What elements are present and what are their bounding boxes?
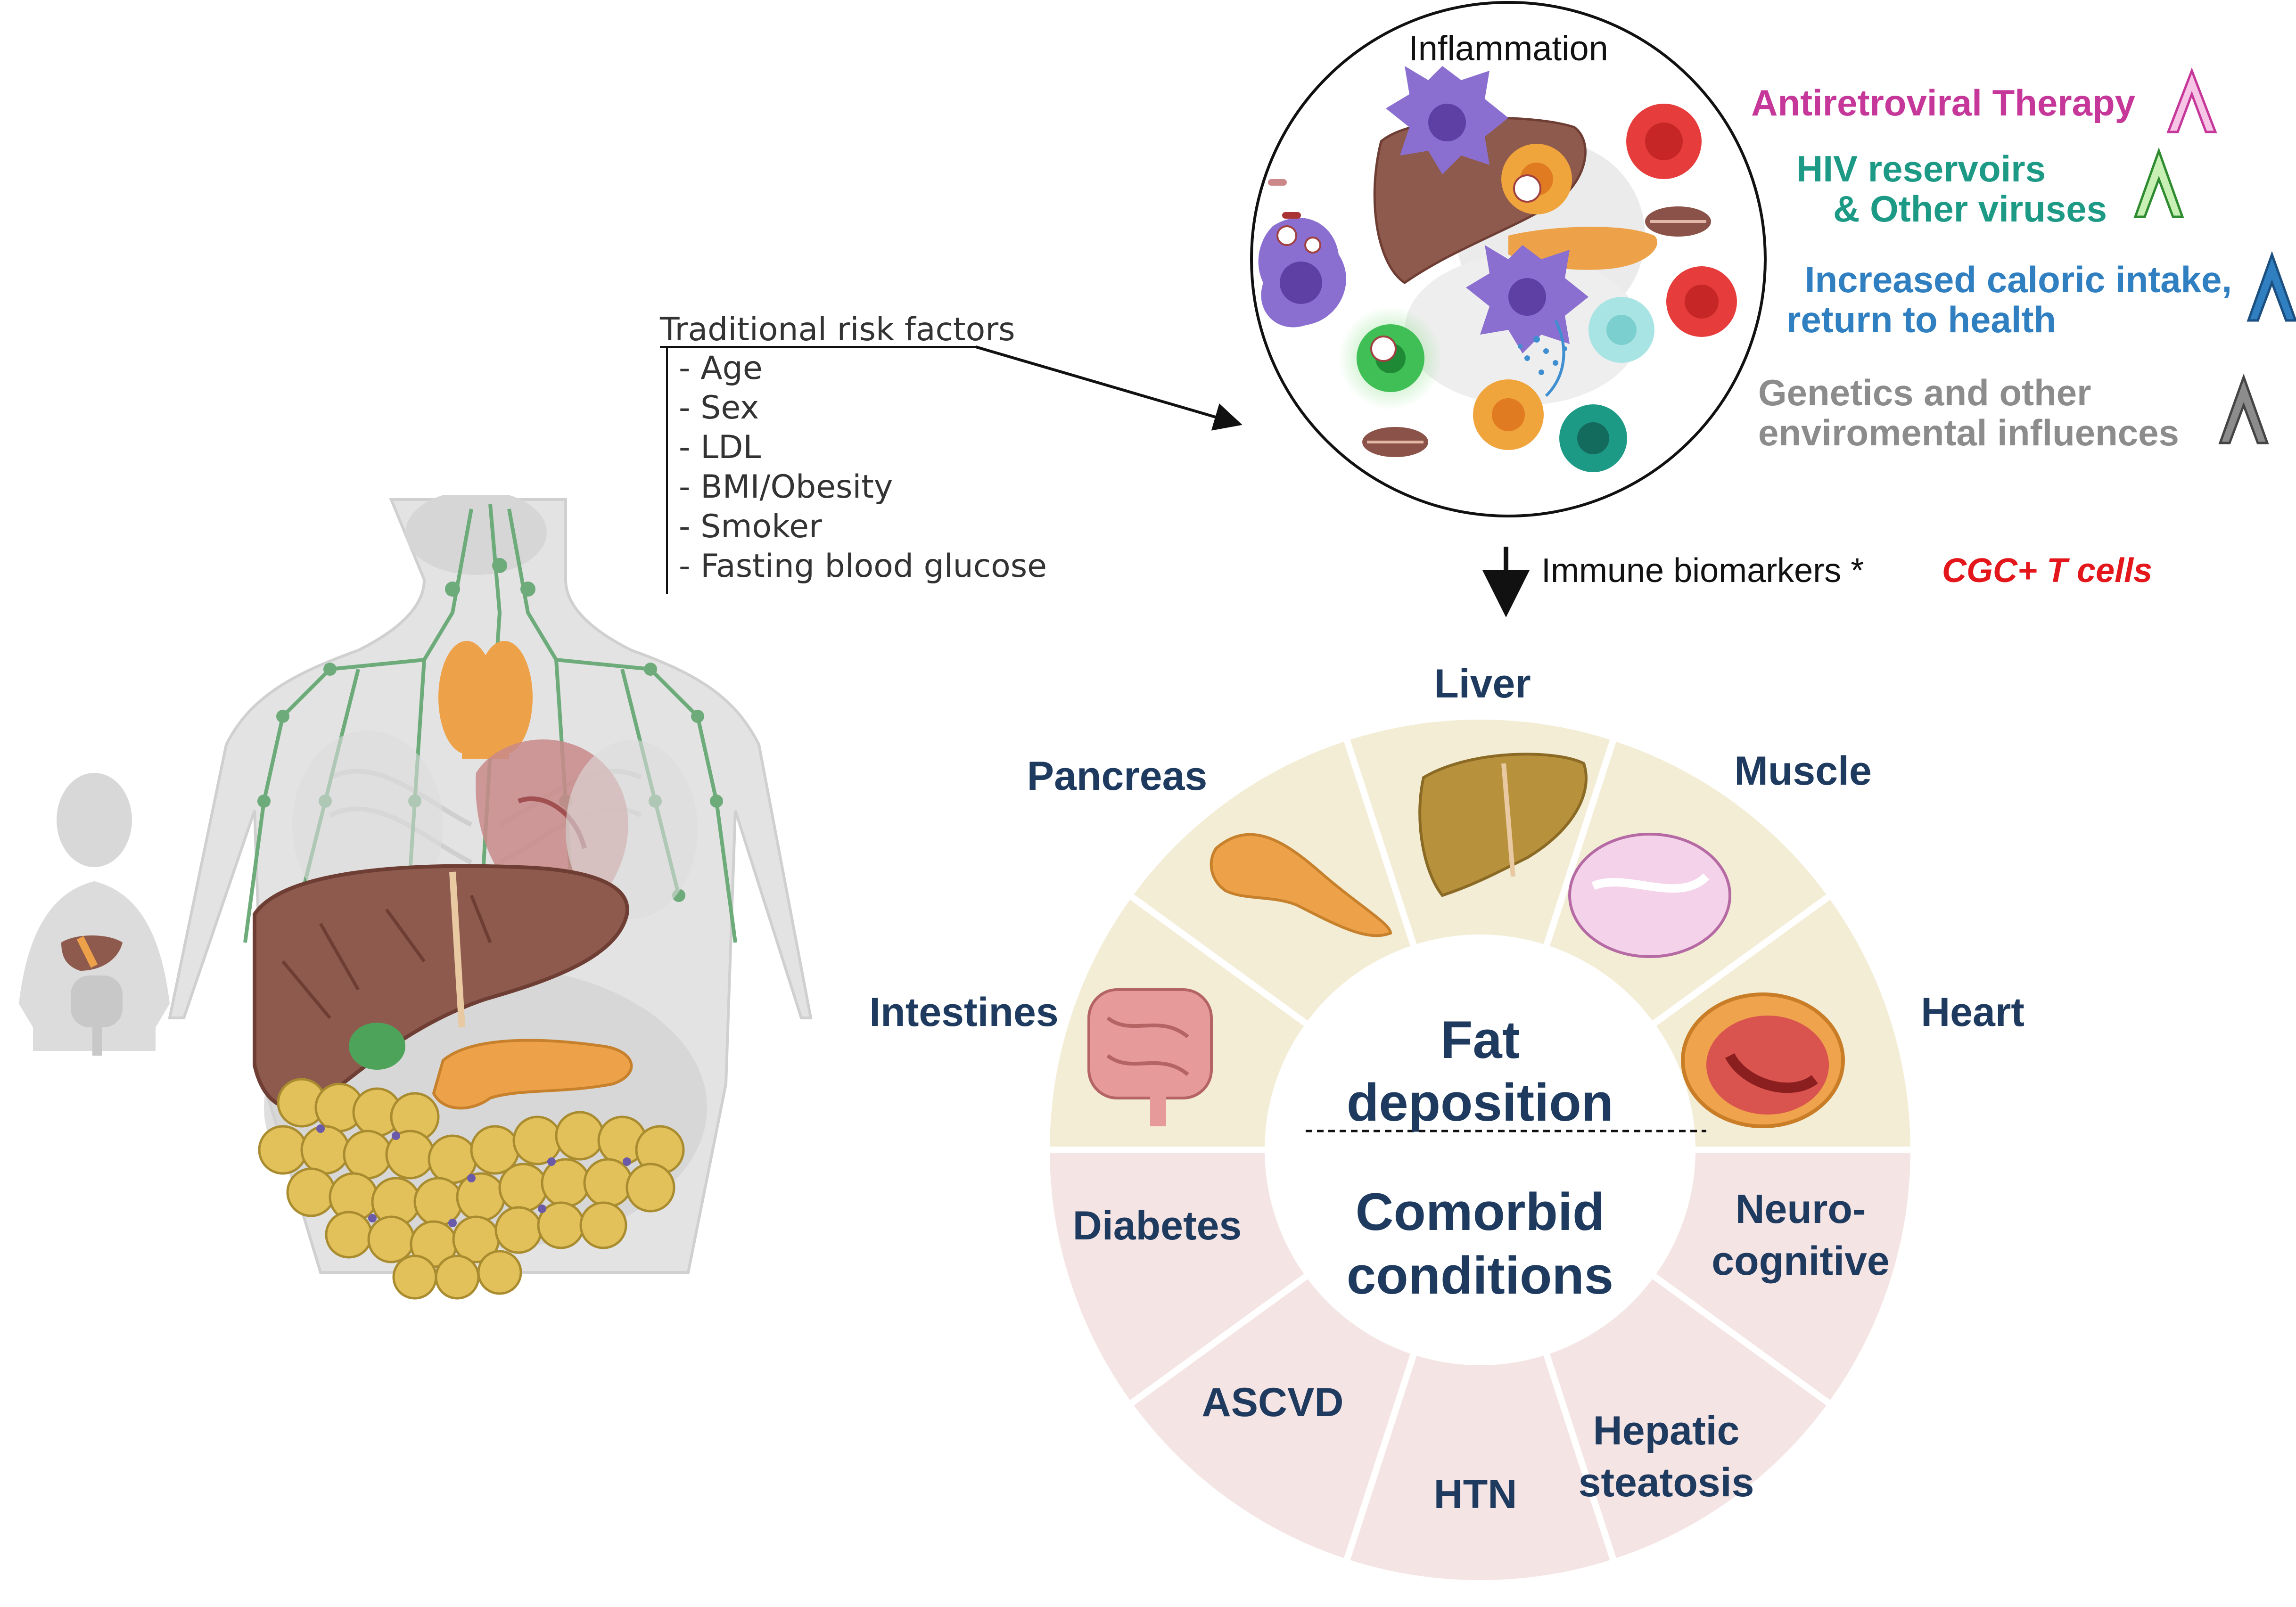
immune-biomarkers-label: Immune biomarkers * [1541,552,1864,590]
organ-label-pancreas: Pancreas [1027,754,1208,799]
risk-item-glucose: - Fasting blood glucose [679,548,1047,585]
risk-title: Traditional risk factors [659,311,1015,348]
factor-caloric-line1: Increased caloric intake, [1805,259,2232,300]
mitochondrion-right [1645,206,1711,237]
inflammation-label: Inflammation [1408,29,1608,68]
risk-item-bmi: - BMI/Obesity [679,468,893,506]
traditional-risk-factors: Traditional risk factors - Age - Sex - L… [659,311,1047,594]
small-human-figure [19,773,170,1056]
cytokine-dots [1518,336,1567,375]
wheel-center [1268,938,1692,1362]
phagocyte-cell [1258,218,1346,328]
liver-icon [1418,753,1588,897]
organ-label-heart: Heart [1921,990,2024,1035]
condition-label-neuro: Neuro-cognitive [1712,1187,1890,1284]
factor-hiv-line2: & Other viruses [1833,188,2107,230]
intestines-icon [1087,988,1213,1126]
mitochondrion-bottom [1362,427,1428,457]
factor-hiv-line1: HIV reservoirs [1796,148,2046,189]
risk-item-smoker: - Smoker [679,508,822,545]
organ-label-intestines: Intestines [869,990,1058,1035]
antiretroviral-arrow-icon [2166,67,2217,133]
fat-center-line1: Fat [1440,1010,1520,1069]
factor-antiretroviral: Antiretroviral Therapy [1751,82,2135,123]
red-cell-top [1626,104,1702,179]
thyroid [438,641,533,759]
debris-2 [1282,212,1301,219]
contributing-factors: Antiretroviral Therapy HIV reservoirs & … [1751,67,2296,453]
cytokine-arrow [1545,320,1565,397]
muscle-icon [1568,833,1731,958]
debris-1 [1268,179,1287,186]
risk-to-inflammation-arrow [975,345,1243,431]
inflammation-panel: Inflammation [1250,1,1767,517]
organ-label-muscle: Muscle [1734,748,1872,794]
orange-cell-bottom [1473,379,1544,450]
neck-shadow [405,495,547,575]
risk-item-ldl: - LDL [679,429,761,466]
outcome-wheel: Fat deposition Comorbid conditions Intes… [869,661,2024,1587]
cgc-t-cells-label: CGC+ T cells [1942,552,2152,590]
infected-green-cell [1339,306,1442,410]
hiv-arrow-icon [2133,147,2184,218]
condition-label-ascvd: ASCVD [1201,1380,1343,1425]
adipose-tissue [258,1078,685,1300]
factor-caloric-line2: return to health [1786,299,2056,340]
lung-right [566,740,698,919]
comorbid-center-line2: conditions [1347,1246,1613,1305]
caloric-arrow-icon [2247,251,2296,322]
risk-item-age: - Age [679,350,763,387]
pancreas [432,1039,633,1110]
teal-cell-light [1588,297,1654,363]
comorbid-sectors [1043,1147,1917,1587]
risk-item-sex: - Sex [679,389,759,426]
fat-center-line2: deposition [1347,1073,1613,1132]
body-illustration [168,495,813,1300]
factor-genetics-line2: enviromental influences [1758,412,2179,453]
pancreas-icon [1210,833,1392,937]
genetics-arrow-icon [2218,373,2269,444]
gallbladder [349,1023,405,1070]
macrophage-top [1386,66,1508,174]
orange-cell-top [1501,144,1572,214]
red-cell-right [1666,266,1737,337]
teal-cell-dark [1559,404,1627,472]
comorbid-center-line1: Comorbid [1356,1182,1605,1241]
factor-genetics-line1: Genetics and other [1758,372,2091,413]
condition-label-htn: HTN [1434,1472,1517,1517]
condition-label-diabetes: Diabetes [1073,1203,1242,1248]
adipose-vessels [316,1124,631,1227]
organ-label-liver: Liver [1434,661,1531,706]
heart-icon [1681,992,1845,1128]
